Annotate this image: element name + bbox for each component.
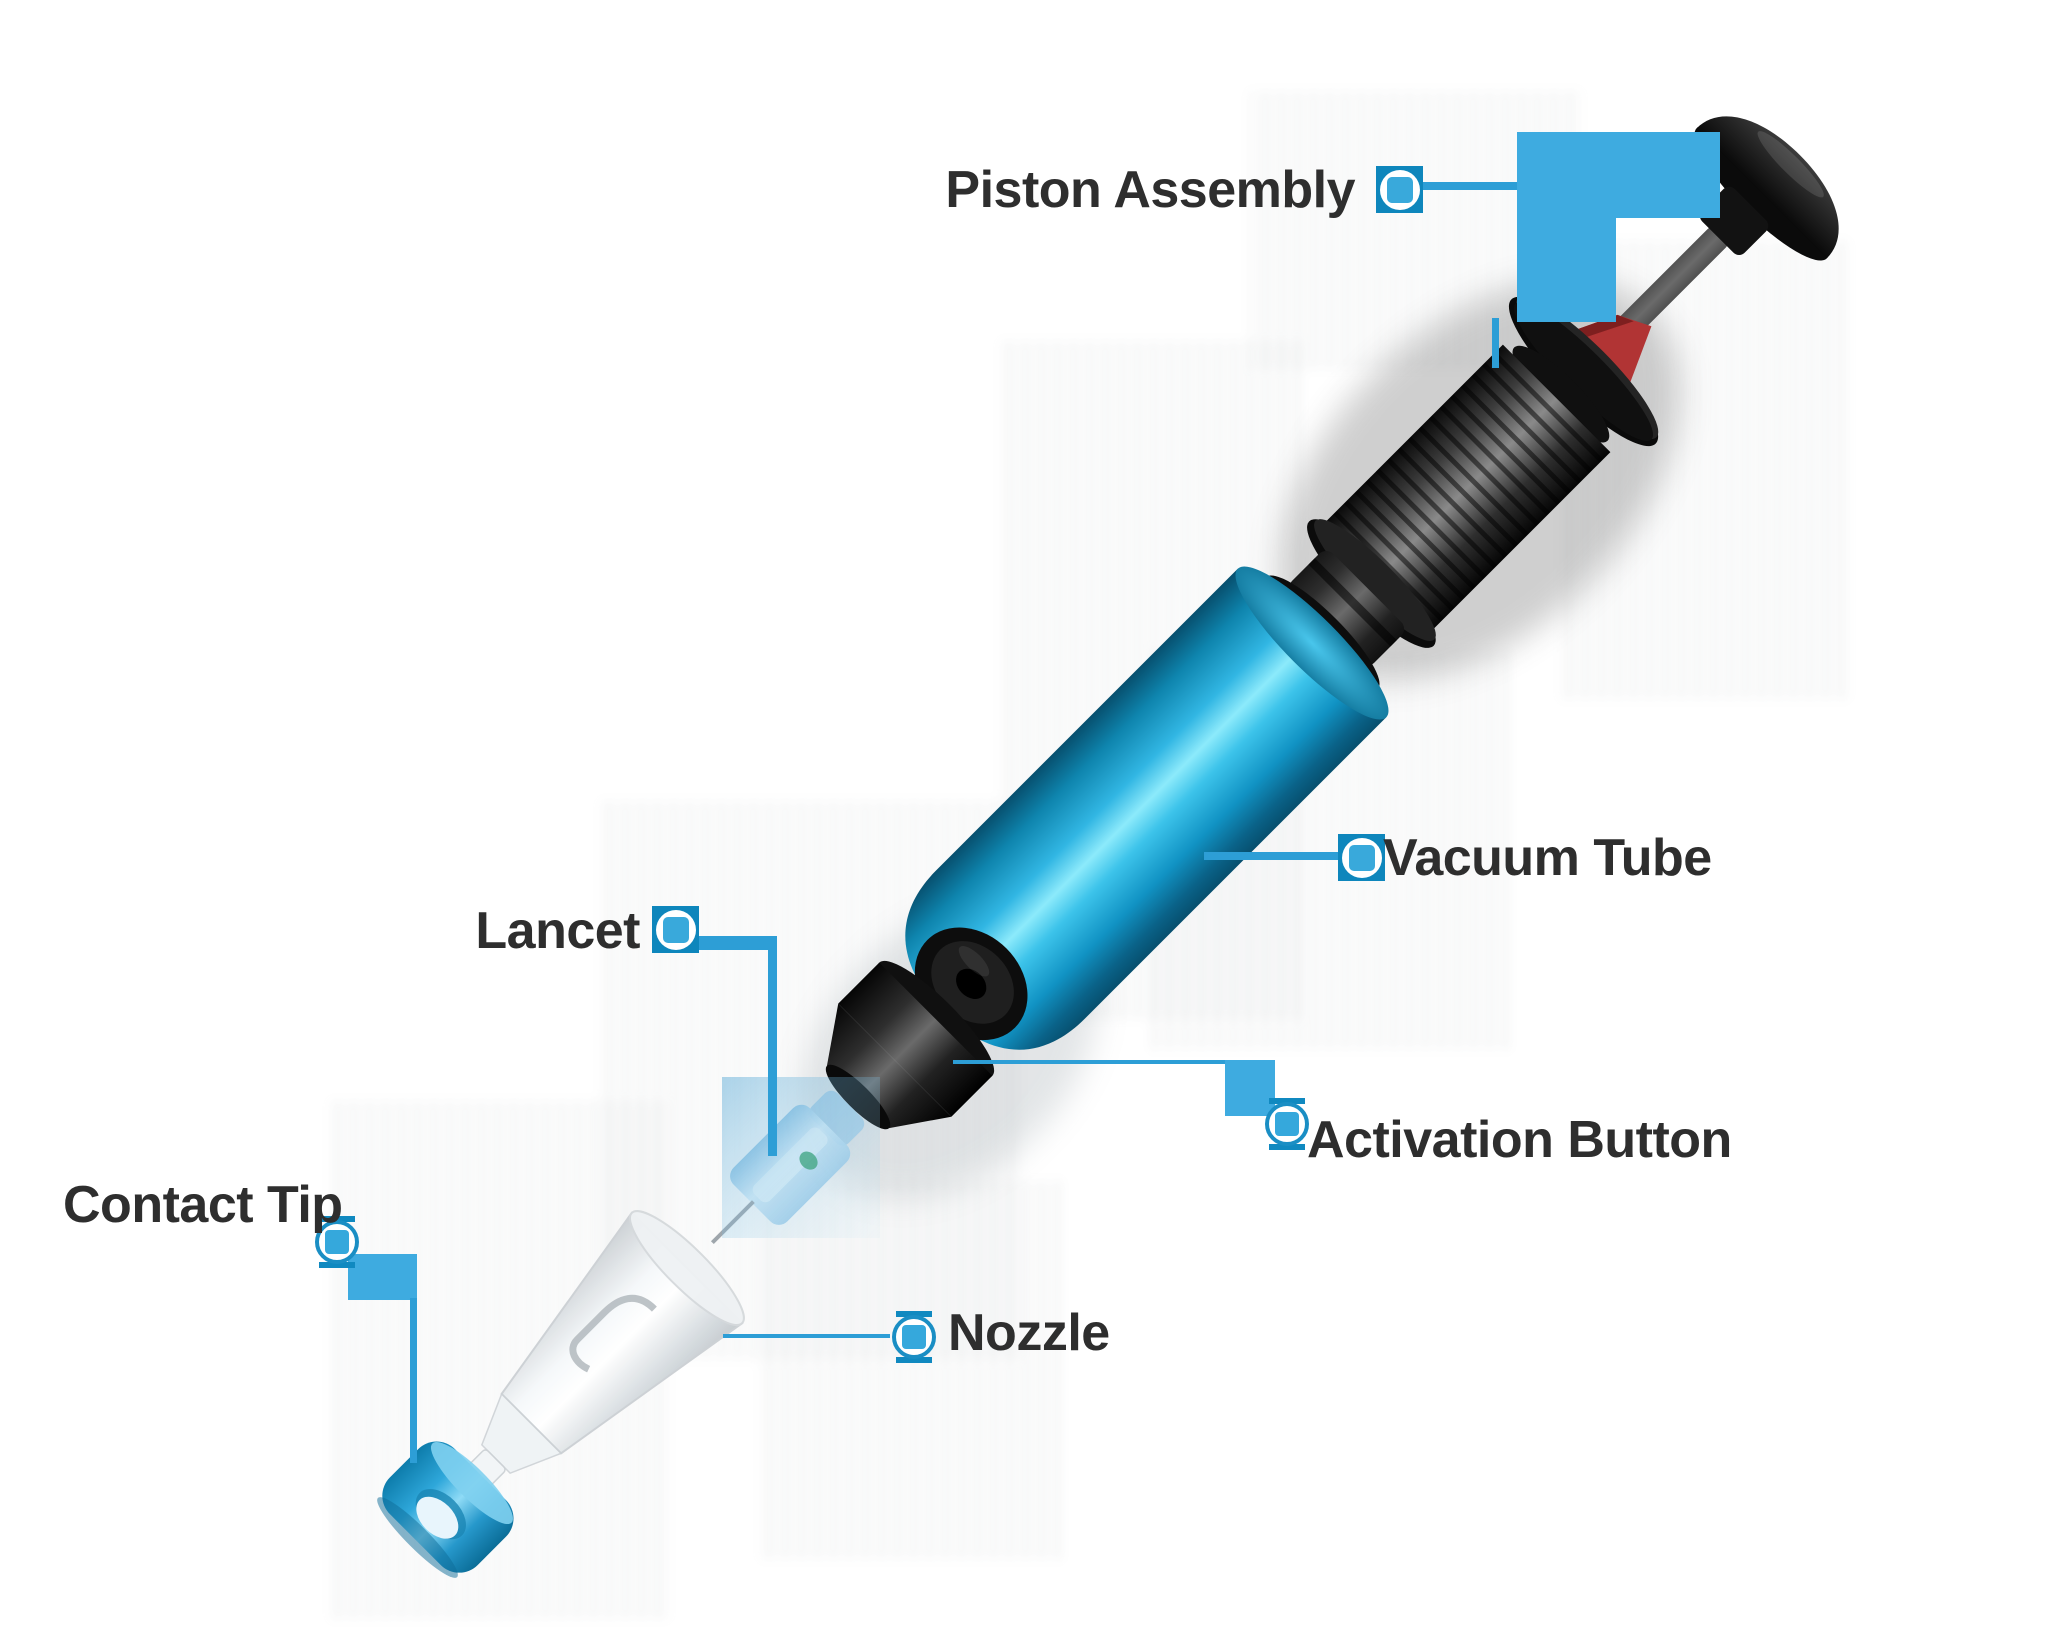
marker-bar [318, 1216, 355, 1222]
marker-inner-square [1386, 176, 1413, 203]
label-contact-tip: Contact Tip [63, 1176, 343, 1234]
activation-square-marker-icon [1263, 1098, 1310, 1150]
lancet-callout-vline [768, 948, 777, 1156]
marker-bar [895, 1311, 932, 1317]
vacuum-square-marker-icon [1338, 834, 1385, 881]
contact-callout-block [348, 1254, 417, 1300]
marker-bar [895, 1357, 932, 1363]
label-lancet: Lancet [475, 902, 640, 960]
marker-inner-square [901, 1325, 926, 1349]
label-vacuum-tube: Vacuum Tube [1383, 829, 1712, 887]
contact-callout-vline [410, 1298, 417, 1463]
piston-callout-line [1421, 182, 1519, 190]
marker-inner-square [1274, 1112, 1299, 1136]
vacuum-tube-body [905, 566, 1389, 1050]
contact-square-marker-icon [313, 1216, 360, 1268]
marker-bar [1268, 1144, 1305, 1150]
piston-flange [1508, 296, 1659, 447]
marker-bar [318, 1262, 355, 1268]
lancet-highlight-overlay [722, 1077, 880, 1238]
marker-bar [1268, 1098, 1305, 1104]
piston-callout-vline [1492, 318, 1499, 368]
activation-callout-line [953, 1060, 1227, 1064]
lancet-square-marker-icon [652, 906, 699, 953]
label-piston-assembly: Piston Assembly [945, 161, 1355, 219]
nozzle-square-marker-icon [890, 1311, 937, 1363]
piston-square-marker-icon [1376, 166, 1423, 213]
lancet-callout-bar [697, 936, 777, 950]
activation-callout-block [1225, 1060, 1275, 1116]
marker-inner-square [662, 916, 689, 943]
nozzle-callout-line [723, 1334, 890, 1338]
label-nozzle: Nozzle [948, 1304, 1110, 1362]
marker-inner-square [1348, 844, 1375, 871]
contact-tip-part [377, 1441, 514, 1578]
piston-callout-block2 [1517, 132, 1616, 322]
piston-bellows [1320, 344, 1611, 635]
marker-ring [1264, 1102, 1309, 1146]
vacuum-callout-line [1204, 852, 1340, 860]
nozzle-part [457, 1210, 745, 1498]
label-activation-button: Activation Button [1307, 1111, 1732, 1169]
marker-inner-square [324, 1230, 349, 1254]
